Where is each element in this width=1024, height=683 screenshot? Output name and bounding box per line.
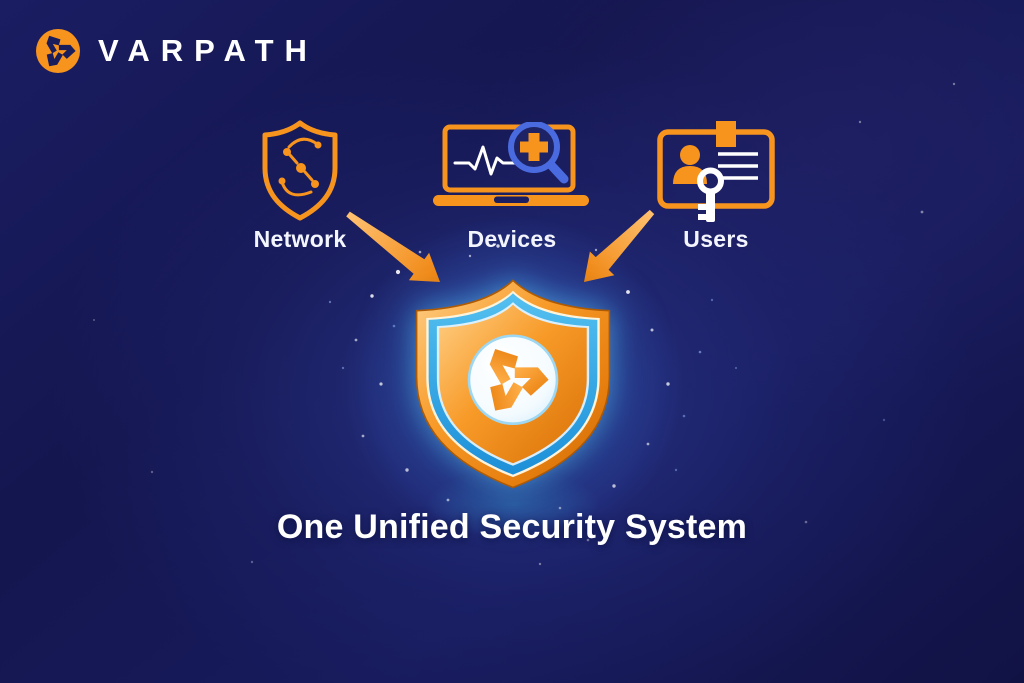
varpath-pinwheel-logo-icon <box>36 29 80 73</box>
unified-shield-icon <box>415 279 611 489</box>
device-scan-icon <box>433 122 589 206</box>
network-label: Network <box>253 226 347 252</box>
varpath-pinwheel-icon <box>489 348 549 411</box>
brand-header: VARPATH <box>34 27 318 75</box>
headline: One Unified Security System <box>276 508 748 546</box>
users-label: Users <box>683 226 749 252</box>
user-id-key-icon <box>657 121 775 222</box>
network-shield-icon <box>262 120 338 221</box>
devices-label: Devices <box>467 226 557 252</box>
brand-name: VARPATH <box>98 33 318 68</box>
magnifier-icon <box>508 122 569 184</box>
key-icon <box>697 167 724 222</box>
